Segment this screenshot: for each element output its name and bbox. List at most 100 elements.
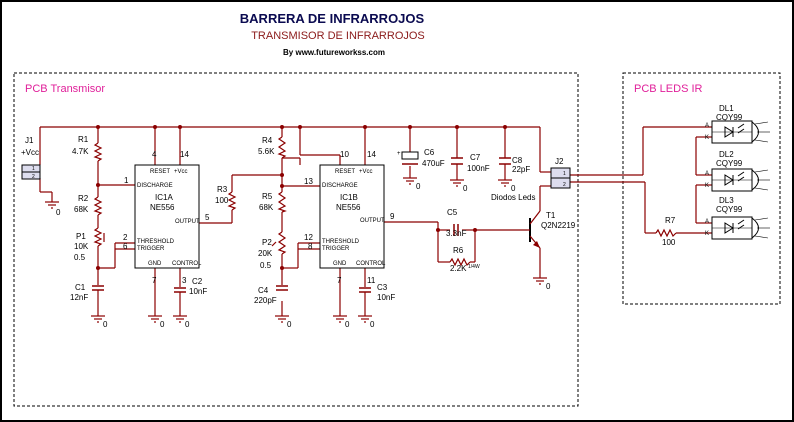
svg-text:0: 0 bbox=[103, 320, 108, 329]
svg-text:DL1: DL1 bbox=[719, 104, 734, 113]
svg-text:2.2K: 2.2K bbox=[450, 264, 467, 273]
svg-text:DISCHARGE: DISCHARGE bbox=[137, 183, 173, 189]
svg-text:3: 3 bbox=[182, 276, 187, 285]
svg-text:1/4W: 1/4W bbox=[468, 264, 480, 270]
svg-text:R1: R1 bbox=[78, 135, 89, 144]
svg-text:+Vcc: +Vcc bbox=[359, 169, 373, 175]
j1-pin1: 1 bbox=[32, 166, 35, 172]
wires bbox=[39, 126, 712, 316]
svg-text:IC1B: IC1B bbox=[340, 193, 358, 202]
j1-value: +Vcc bbox=[21, 148, 39, 157]
capacitor-c3: C3 10nF bbox=[359, 283, 395, 302]
svg-text:C7: C7 bbox=[470, 153, 481, 162]
svg-text:12nF: 12nF bbox=[70, 293, 88, 302]
svg-text:100: 100 bbox=[662, 238, 676, 247]
j1-pin2: 2 bbox=[32, 174, 35, 180]
svg-text:Diodos Leds: Diodos Leds bbox=[491, 193, 535, 202]
svg-text:0.5: 0.5 bbox=[260, 261, 272, 270]
svg-text:68K: 68K bbox=[74, 205, 89, 214]
svg-text:22pF: 22pF bbox=[512, 165, 530, 174]
svg-text:6: 6 bbox=[123, 242, 128, 251]
svg-text:14: 14 bbox=[180, 150, 189, 159]
transmitter-section-box bbox=[13, 72, 579, 407]
svg-text:0: 0 bbox=[546, 282, 551, 291]
svg-text:R5: R5 bbox=[262, 192, 273, 201]
svg-text:CQY99: CQY99 bbox=[716, 205, 743, 214]
capacitor-c7: C7 100nF bbox=[451, 153, 490, 173]
page-title: BARRERA DE INFRARROJOS bbox=[240, 11, 425, 26]
capacitor-c4: C4 220pF bbox=[254, 285, 288, 305]
svg-text:4: 4 bbox=[152, 150, 157, 159]
svg-text:K: K bbox=[705, 183, 709, 189]
svg-text:CQY99: CQY99 bbox=[716, 159, 743, 168]
svg-text:OUTPUT: OUTPUT bbox=[175, 219, 200, 225]
svg-text:100nF: 100nF bbox=[467, 164, 490, 173]
svg-text:220pF: 220pF bbox=[254, 296, 277, 305]
svg-text:Q2N2219: Q2N2219 bbox=[541, 221, 576, 230]
ground-labels: 0 0 0 0 0 0 0 0 0 0 0 bbox=[56, 182, 551, 329]
led-dl1: A K DL1 CQY99 bbox=[705, 104, 770, 144]
svg-text:0.5: 0.5 bbox=[74, 253, 86, 262]
ic1b: IC1B NE556 RESET +Vcc DISCHARGE OUTPUT T… bbox=[304, 150, 395, 285]
svg-text:+: + bbox=[397, 151, 401, 157]
svg-text:0: 0 bbox=[56, 208, 61, 217]
connector-j2: J2 1 2 Diodos Leds bbox=[491, 157, 571, 202]
svg-text:K: K bbox=[705, 231, 709, 237]
svg-text:11: 11 bbox=[367, 276, 376, 285]
byline: By www.futureworkss.com bbox=[283, 48, 385, 57]
svg-text:A: A bbox=[705, 123, 709, 129]
svg-text:C5: C5 bbox=[447, 208, 458, 217]
svg-text:10: 10 bbox=[340, 150, 349, 159]
svg-text:GND: GND bbox=[333, 261, 347, 267]
svg-text:5: 5 bbox=[205, 213, 210, 222]
resistor-r5: R5 68K bbox=[259, 191, 287, 213]
svg-text:THRESHOLD: THRESHOLD bbox=[322, 239, 360, 245]
svg-text:2: 2 bbox=[563, 182, 566, 188]
svg-text:12: 12 bbox=[304, 233, 313, 242]
svg-text:J2: J2 bbox=[555, 157, 564, 166]
ic1a: IC1A NE556 RESET +Vcc DISCHARGE OUTPUT T… bbox=[123, 150, 210, 285]
svg-text:8: 8 bbox=[308, 242, 313, 251]
leds-section-box bbox=[622, 72, 781, 305]
svg-text:3.3nF: 3.3nF bbox=[446, 229, 467, 238]
svg-text:R3: R3 bbox=[217, 185, 228, 194]
svg-text:0: 0 bbox=[416, 182, 421, 191]
svg-text:OUTPUT: OUTPUT bbox=[360, 218, 385, 224]
resistor-r2: R2 68K bbox=[74, 194, 103, 216]
svg-text:NE556: NE556 bbox=[150, 203, 175, 212]
capacitor-c8: C8 22pF bbox=[499, 156, 530, 174]
svg-text:R7: R7 bbox=[665, 216, 676, 225]
svg-text:2: 2 bbox=[123, 233, 128, 242]
svg-text:7: 7 bbox=[152, 276, 157, 285]
resistor-r7: R7 100 bbox=[655, 216, 677, 247]
svg-text:14: 14 bbox=[367, 150, 376, 159]
svg-text:C8: C8 bbox=[512, 156, 523, 165]
svg-text:A: A bbox=[705, 171, 709, 177]
svg-text:TRIGGER: TRIGGER bbox=[322, 246, 350, 252]
svg-text:P2: P2 bbox=[262, 238, 272, 247]
svg-text:5.6K: 5.6K bbox=[258, 147, 275, 156]
svg-text:T1: T1 bbox=[546, 211, 556, 220]
svg-text:C6: C6 bbox=[424, 148, 435, 157]
svg-text:0: 0 bbox=[345, 320, 350, 329]
svg-text:0: 0 bbox=[185, 320, 190, 329]
svg-text:C2: C2 bbox=[192, 277, 203, 286]
connector-j1: J1 +Vcc 1 2 bbox=[21, 136, 41, 180]
resistor-r6: R6 2.2K 1/4W bbox=[449, 246, 480, 273]
led-dl3: A K DL3 CQY99 bbox=[705, 196, 770, 240]
svg-text:NE556: NE556 bbox=[336, 203, 361, 212]
svg-text:C4: C4 bbox=[258, 286, 269, 295]
svg-text:10K: 10K bbox=[74, 242, 89, 251]
svg-text:P1: P1 bbox=[76, 232, 86, 241]
svg-text:0: 0 bbox=[370, 320, 375, 329]
page-subtitle: TRANSMISOR DE INFRARROJOS bbox=[251, 30, 425, 42]
svg-text:0: 0 bbox=[287, 320, 292, 329]
junction-dots bbox=[96, 125, 507, 270]
svg-text:C1: C1 bbox=[75, 283, 86, 292]
svg-text:0: 0 bbox=[511, 184, 516, 193]
svg-text:1: 1 bbox=[563, 171, 566, 177]
svg-text:A: A bbox=[705, 219, 709, 225]
svg-text:470uF: 470uF bbox=[422, 159, 445, 168]
svg-text:1: 1 bbox=[124, 176, 129, 185]
